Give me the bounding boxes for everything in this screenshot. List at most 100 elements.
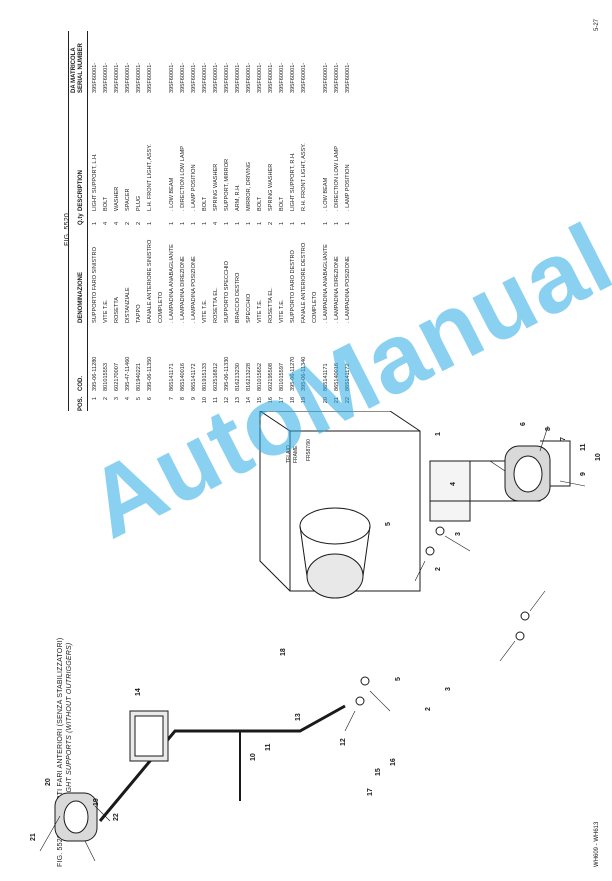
cell-cod: 865141172 xyxy=(345,363,351,391)
header-rule-bottom xyxy=(87,31,88,411)
callout-15: 15 xyxy=(375,768,382,776)
frame-label-frame: FRAME xyxy=(293,445,299,463)
cell-cod: 602516812 xyxy=(213,363,219,391)
cell-den: FANALE ANTERIORE SINISTRO xyxy=(147,239,153,323)
exploded-drawing: 1 2 3 4 5 6 7 8 9 10 11 12 13 14 15 16 1… xyxy=(30,411,602,862)
cell-pos: 13 xyxy=(235,397,241,404)
cell-den: SUPPORTO FARO DESTRO xyxy=(290,250,296,323)
header-qty: Q.ty xyxy=(78,213,84,225)
callout-16: 16 xyxy=(390,758,397,766)
cell-qty: 4 xyxy=(213,221,219,225)
cell-cod: 865140016 xyxy=(334,363,340,391)
cell-cod: 816213228 xyxy=(246,363,252,391)
cell-den: SUPPORTO SPECCHIO xyxy=(224,261,230,323)
callout-2b: 2 xyxy=(425,707,432,711)
cell-cod: 816213230 xyxy=(235,363,241,391)
cell-pos: 11 xyxy=(213,397,219,403)
callout-12: 12 xyxy=(340,738,347,746)
cell-desc: SPRING WASHER xyxy=(268,163,274,211)
cell-desc: SUPPORT, MIRROR xyxy=(224,158,230,211)
callout-3b: 3 xyxy=(445,687,452,691)
cell-qty: 1 xyxy=(279,221,285,225)
cell-sn: 395F60001- xyxy=(169,62,175,93)
cell-sn: 395F60001- xyxy=(246,62,252,93)
cell-desc: . LOW BEAM xyxy=(323,177,329,211)
cell-cod: 865141171 xyxy=(323,363,329,391)
cell-den: . LAMPADINA ANABAGLIANTE xyxy=(169,244,175,323)
cell-pos: 18 xyxy=(290,397,296,404)
callout-7: 7 xyxy=(560,437,567,441)
drawing-code: FR587/90 xyxy=(306,439,312,461)
cell-den: VITE T.E. xyxy=(202,299,208,323)
cell-desc: R.H. FRONT LIGHT, ASSY. xyxy=(301,143,307,211)
cell-qty: 2 xyxy=(125,221,131,225)
callout-20: 20 xyxy=(45,778,52,786)
cell-qty: 1 xyxy=(323,221,329,225)
cell-den: COMPLETO xyxy=(312,291,318,323)
callout-10b: 10 xyxy=(250,753,257,761)
cell-den: TAPPO xyxy=(136,304,142,323)
cell-pos: 21 xyxy=(334,397,340,404)
cell-den: VITE T.E. xyxy=(103,299,109,323)
cell-sn: 395F60001- xyxy=(268,62,274,93)
cell-qty: 1 xyxy=(92,221,98,225)
cell-sn: 395F60001- xyxy=(334,62,340,93)
cell-sn: 395F60001- xyxy=(257,62,263,93)
header-cod: COD. xyxy=(78,376,84,391)
cell-cod: 801015597 xyxy=(279,363,285,391)
cell-desc: SPACER xyxy=(125,188,131,211)
cell-cod: 801015553 xyxy=(103,363,109,391)
cell-den: ROSETTA EL. xyxy=(213,287,219,323)
cell-pos: 3 xyxy=(114,397,120,401)
cell-den: DISTANZIALE xyxy=(125,287,131,323)
cell-cod: 395-06-11350 xyxy=(147,356,153,391)
cell-qty: 1 xyxy=(147,221,153,225)
cell-den: SUPPORTO FARO SINISTRO xyxy=(92,247,98,323)
callout-8: 8 xyxy=(545,427,552,431)
cell-qty: 1 xyxy=(224,221,230,225)
cell-sn: 395F60001- xyxy=(92,62,98,93)
cell-pos: 4 xyxy=(125,397,131,401)
cell-qty: 2 xyxy=(136,221,142,225)
cell-sn: 395F60001- xyxy=(323,62,329,93)
cell-desc: LIGHT SUPPORT, R.H. xyxy=(290,152,296,211)
callout-9: 9 xyxy=(580,472,587,476)
cell-sn: 395F60001- xyxy=(345,62,351,93)
cell-qty: 1 xyxy=(301,221,307,225)
cell-desc: BOLT xyxy=(257,196,263,211)
cell-sn: 395F60001- xyxy=(224,62,230,93)
cell-desc: BOLT xyxy=(103,196,109,211)
cell-pos: 5 xyxy=(136,397,142,401)
cell-cod: 865140016 xyxy=(180,363,186,391)
header-sn1: DA MATRICOLA xyxy=(71,47,77,93)
cell-pos: 10 xyxy=(202,397,208,404)
cell-den: FANALE ANTERIORE DESTRO xyxy=(301,242,307,323)
header-pos: POS. xyxy=(78,396,84,411)
cell-sn: 395F60001- xyxy=(202,62,208,93)
table-row: COMPLETO xyxy=(158,31,169,411)
cell-desc: . LOW BEAM xyxy=(169,177,175,211)
cell-pos: 16 xyxy=(268,397,274,404)
cell-cod: 395-06-11280 xyxy=(92,356,98,391)
cell-desc: BOLT xyxy=(202,196,208,211)
cell-sn: 395F60001- xyxy=(114,62,120,93)
cell-cod: 395-06-11270 xyxy=(290,356,296,391)
cell-pos: 6 xyxy=(147,397,153,401)
cell-desc: . LAMP POSITION xyxy=(345,164,351,211)
cell-pos: 2 xyxy=(103,397,109,401)
cell-qty: 1 xyxy=(257,221,263,225)
cell-sn: 395F60001- xyxy=(235,62,241,93)
cell-pos: 20 xyxy=(323,397,329,404)
cell-cod: 395-06-11340 xyxy=(301,356,307,391)
